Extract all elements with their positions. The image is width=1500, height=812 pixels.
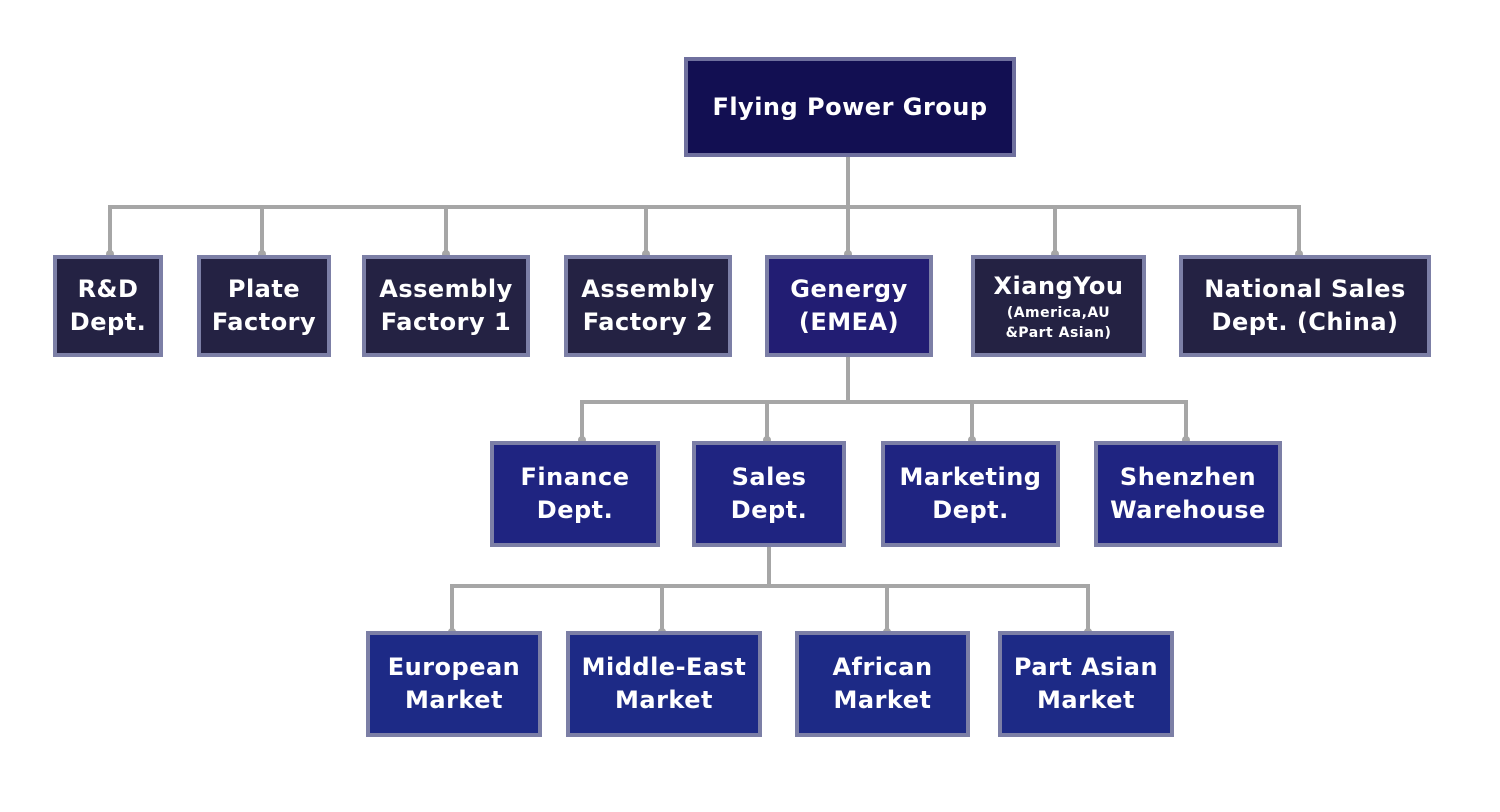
node-national-sales-china: National Sales Dept. (China) (1179, 255, 1431, 357)
node-label: Middle-East (581, 653, 747, 681)
node-label: Marketing (899, 463, 1042, 491)
node-xiangyou: XiangYou (America,AU &Part Asian) (971, 255, 1146, 357)
node-label: Dept. (730, 496, 808, 524)
node-label: Assembly (581, 275, 715, 303)
node-genergy-emea: Genergy (EMEA) (765, 255, 933, 357)
node-label: Factory (211, 308, 317, 336)
node-label: Shenzhen (1119, 463, 1257, 491)
node-label: Assembly (379, 275, 513, 303)
node-african-market: African Market (795, 631, 970, 737)
node-part-asian-market: Part Asian Market (998, 631, 1174, 737)
node-label: XiangYou (993, 271, 1124, 300)
node-plate-factory: Plate Factory (197, 255, 331, 357)
node-middle-east-market: Middle-East Market (566, 631, 762, 737)
node-label: R&D (77, 275, 139, 303)
node-label: Factory 1 (380, 308, 512, 336)
node-label: Finance (520, 463, 630, 491)
node-label: African (832, 653, 933, 681)
node-label: Market (1037, 686, 1135, 714)
node-label: Dept. (69, 308, 147, 336)
node-label: Factory 2 (582, 308, 714, 336)
node-label: European (387, 653, 521, 681)
node-flying-power-group: Flying Power Group (684, 57, 1016, 157)
node-label: Part Asian (1013, 653, 1159, 681)
node-sublabel: &Part Asian) (1005, 324, 1112, 341)
node-marketing-dept: Marketing Dept. (881, 441, 1060, 547)
connector-root (108, 154, 1301, 258)
node-label: Plate (227, 275, 301, 303)
node-european-market: European Market (366, 631, 542, 737)
node-finance-dept: Finance Dept. (490, 441, 660, 547)
node-sublabel: (America,AU (1006, 304, 1111, 321)
node-shenzhen-warehouse: Shenzhen Warehouse (1094, 441, 1282, 547)
node-label: Dept. (536, 496, 614, 524)
connector-sales (450, 544, 1090, 634)
node-assembly-factory-1: Assembly Factory 1 (362, 255, 530, 357)
connector-genergy (580, 354, 1188, 444)
node-sales-dept: Sales Dept. (692, 441, 846, 547)
node-label: (EMEA) (798, 308, 900, 336)
node-label: Warehouse (1110, 496, 1266, 524)
node-label: Dept. (China) (1211, 308, 1399, 336)
node-label: Dept. (932, 496, 1009, 524)
node-label: Sales (731, 463, 807, 491)
node-label: National Sales (1204, 275, 1406, 303)
node-label: Market (615, 686, 713, 714)
node-label: Market (833, 686, 932, 714)
node-rd-dept: R&D Dept. (53, 255, 163, 357)
node-label: Market (405, 686, 503, 714)
node-assembly-factory-2: Assembly Factory 2 (564, 255, 732, 357)
node-label: Genergy (790, 275, 908, 303)
node-label: Flying Power Group (712, 92, 988, 121)
